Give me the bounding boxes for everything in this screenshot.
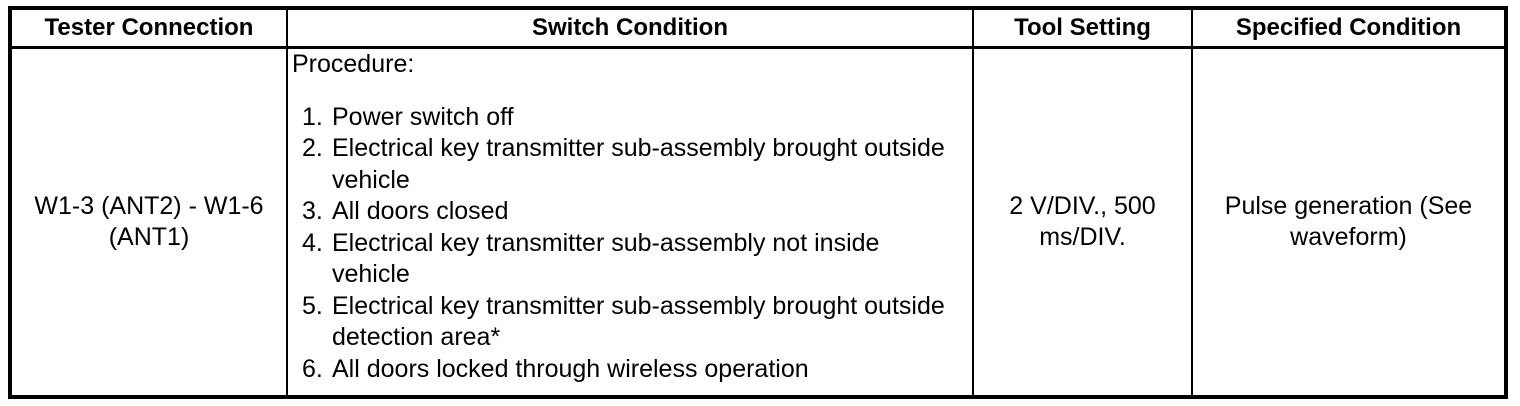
table-row: W1-3 (ANT2) - W1-6 (ANT1) Procedure: 1. … bbox=[12, 49, 1504, 395]
cell-switch-condition: Procedure: 1. Power switch off 2. Electr… bbox=[288, 49, 974, 395]
procedure-label: Procedure: bbox=[292, 50, 415, 78]
procedure-step: 3. All doors closed bbox=[302, 196, 955, 228]
step-text: Electrical key transmitter sub-assembly … bbox=[332, 228, 880, 289]
step-text: All doors closed bbox=[332, 197, 509, 225]
spec-table: Tester Connection Switch Condition Tool … bbox=[8, 6, 1508, 399]
table-header-row: Tester Connection Switch Condition Tool … bbox=[12, 10, 1504, 49]
procedure-steps: 1. Power switch off 2. Electrical key tr… bbox=[292, 102, 955, 386]
specified-condition-value: Pulse generation (See waveform) bbox=[1224, 191, 1473, 252]
procedure-step: 2. Electrical key transmitter sub-assemb… bbox=[302, 133, 955, 196]
procedure-step: 1. Power switch off bbox=[302, 102, 955, 134]
cell-specified-condition: Pulse generation (See waveform) bbox=[1193, 49, 1504, 395]
header-specified-condition: Specified Condition bbox=[1235, 14, 1462, 41]
step-number: 1. bbox=[302, 102, 323, 131]
step-number: 2. bbox=[302, 134, 323, 162]
step-number: 4. bbox=[302, 228, 323, 257]
header-tool-setting: Tool Setting bbox=[974, 10, 1193, 46]
step-text: Power switch off bbox=[332, 102, 514, 131]
step-number: 6. bbox=[302, 354, 323, 383]
cell-tool-setting: 2 V/DIV., 500 ms/DIV. bbox=[974, 49, 1193, 395]
step-text: Electrical key transmitter sub-assembly … bbox=[332, 291, 945, 352]
procedure-step: 6. All doors locked through wireless ope… bbox=[302, 354, 955, 386]
tool-setting-value: 2 V/DIV., 500 ms/DIV. bbox=[1009, 191, 1156, 252]
step-number: 3. bbox=[302, 197, 323, 225]
step-text: All doors locked through wireless operat… bbox=[332, 354, 809, 383]
procedure-step: 5. Electrical key transmitter sub-assemb… bbox=[302, 291, 955, 354]
procedure-step: 4. Electrical key transmitter sub-assemb… bbox=[302, 228, 955, 291]
cell-tester-connection: W1-3 (ANT2) - W1-6 (ANT1) bbox=[12, 49, 288, 395]
step-number: 5. bbox=[302, 291, 323, 320]
header-switch-condition: Switch Condition bbox=[288, 10, 974, 46]
tester-connection-value: W1-3 (ANT2) - W1-6 (ANT1) bbox=[34, 191, 264, 252]
step-text: Electrical key transmitter sub-assembly … bbox=[332, 134, 945, 194]
header-tester-connection: Tester Connection bbox=[12, 10, 288, 46]
